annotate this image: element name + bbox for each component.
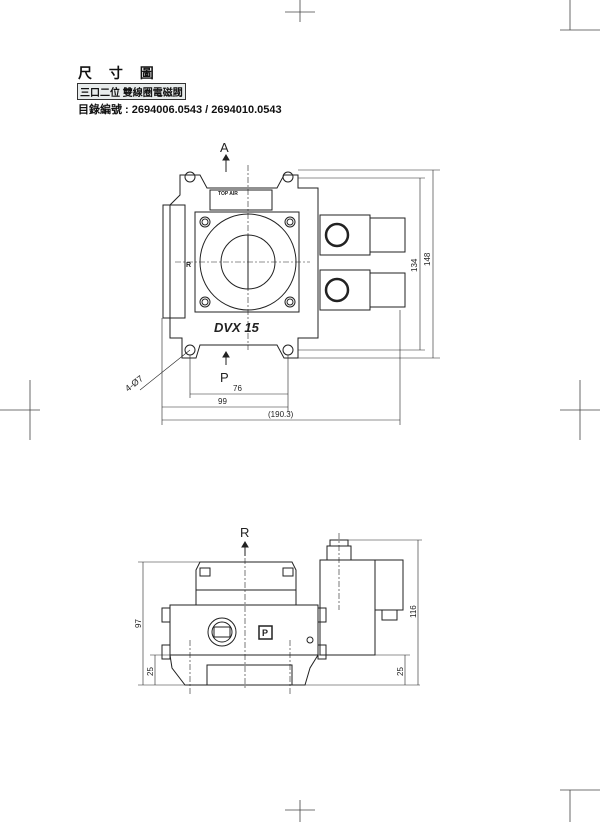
port-r-label: R bbox=[240, 525, 249, 540]
svg-text:76: 76 bbox=[233, 384, 242, 393]
nameplate bbox=[209, 189, 273, 211]
solenoid-connector-icon bbox=[324, 222, 350, 248]
hole-callout: 4-Ø7 bbox=[123, 373, 145, 393]
solenoid-connector-icon bbox=[324, 277, 350, 303]
svg-text:25: 25 bbox=[396, 667, 405, 676]
product-type-label: 三口二位 雙線圈電磁閥 bbox=[77, 83, 186, 100]
port-p-label: P bbox=[220, 370, 229, 385]
side-view: R P bbox=[134, 525, 422, 695]
svg-text:116: 116 bbox=[409, 605, 418, 618]
svg-text:TOP AIR: TOP AIR bbox=[218, 191, 238, 197]
svg-text:25: 25 bbox=[146, 667, 155, 676]
svg-text:(190.3): (190.3) bbox=[268, 410, 294, 419]
svg-text:R: R bbox=[186, 262, 191, 269]
dimension-lines bbox=[139, 169, 440, 425]
dimension-lines bbox=[138, 539, 422, 686]
svg-text:148: 148 bbox=[423, 252, 432, 266]
model-label: DVX 15 bbox=[214, 320, 260, 335]
svg-text:97: 97 bbox=[134, 619, 143, 628]
catalog-numbers: 目錄編號 : 2694006.0543 / 2694010.0543 bbox=[78, 104, 282, 116]
page-title: 尺 寸 圖 bbox=[78, 66, 160, 82]
svg-text:134: 134 bbox=[410, 258, 419, 272]
port-a-label: A bbox=[220, 140, 229, 155]
port-p-mark bbox=[258, 625, 273, 640]
top-view: TOP AIR DVX 15 R A P bbox=[123, 140, 440, 425]
svg-text:P: P bbox=[262, 628, 268, 638]
svg-text:99: 99 bbox=[218, 397, 227, 406]
